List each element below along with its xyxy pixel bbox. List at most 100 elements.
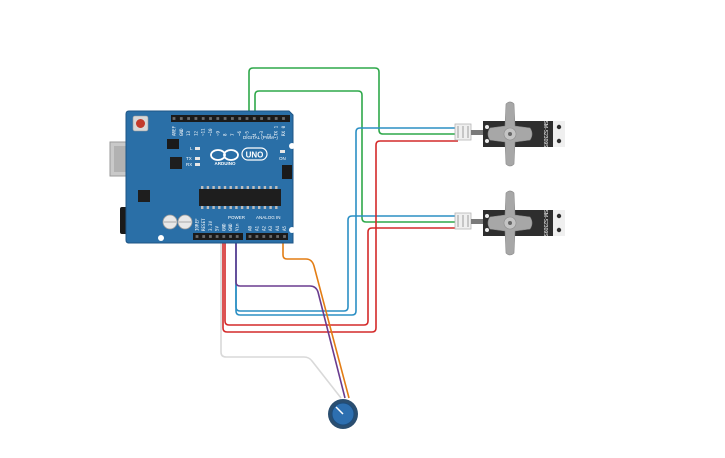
servo-1-label: SM-S2309S — [542, 121, 548, 149]
servo-motor-1[interactable]: SM-S2309S — [454, 101, 565, 167]
analog-pin-label: A0 — [248, 225, 253, 231]
digital-pin-hole[interactable] — [209, 117, 212, 120]
led-on-label: ON — [279, 156, 286, 161]
chip-legs — [201, 186, 278, 209]
servo-mount-hole — [485, 139, 489, 143]
digital-pin-hole[interactable] — [187, 117, 190, 120]
power-pin-hole[interactable] — [229, 235, 232, 238]
digital-pin-hole[interactable] — [238, 117, 242, 120]
power-pin-label: 3.3V — [208, 220, 213, 231]
chip-leg — [275, 186, 278, 189]
power-pin-hole[interactable] — [202, 235, 206, 238]
digital-pin-label: ~5 — [245, 130, 250, 136]
arduino-logo: ARDUINO — [210, 149, 239, 166]
wire-blue-ground-servo-1[interactable] — [235, 127, 458, 316]
servo-motor-2[interactable]: SM-S2309S — [454, 190, 565, 256]
digital-pin-hole[interactable] — [216, 117, 220, 120]
chip-leg — [252, 206, 255, 209]
digital-pin-hole[interactable] — [223, 117, 227, 120]
power-pin-label: Vin — [235, 223, 240, 231]
analog-pin-hole[interactable] — [269, 235, 273, 238]
chip-leg — [212, 186, 215, 189]
digital-pin-hole[interactable] — [201, 117, 205, 120]
mount-hole-3 — [289, 143, 295, 149]
chip-leg — [258, 186, 261, 189]
brand-label: ARDUINO — [215, 161, 236, 166]
chip-leg — [229, 186, 232, 189]
digital-pin-label: ~10 — [208, 128, 213, 136]
chip-leg — [263, 186, 267, 189]
digital-pin-label: TX 1 — [274, 125, 279, 136]
chip-leg — [240, 186, 244, 189]
chip-leg — [223, 186, 227, 189]
servo-mount-tab — [553, 121, 565, 147]
analog-pin-hole[interactable] — [283, 235, 286, 238]
led-tx-label: TX — [186, 156, 192, 161]
wire-purple-pot-ground[interactable] — [235, 237, 346, 399]
power-pin-hole[interactable] — [215, 235, 219, 238]
digital-pin-label: ~3 — [259, 130, 264, 136]
mount-hole-2 — [289, 227, 295, 233]
analog-pin-label: A5 — [282, 225, 287, 231]
servo-cable — [471, 219, 483, 224]
wires — [220, 67, 458, 399]
analog-pin-holes — [248, 235, 286, 238]
wire-orange-pot-wiper[interactable] — [282, 237, 350, 399]
digital-pin-label: RX 0 — [281, 125, 286, 136]
wire-blue-ground-servo-2[interactable] — [235, 215, 458, 312]
icsp-header-usb — [167, 139, 179, 149]
analog-header — [246, 233, 288, 240]
mount-hole-1 — [158, 235, 164, 241]
analog-pin-hole[interactable] — [248, 235, 252, 238]
analog-pin-hole[interactable] — [262, 235, 266, 238]
digital-pin-hole[interactable] — [172, 117, 176, 120]
digital-pin-label: GND — [179, 128, 184, 136]
analog-pin-label: A2 — [261, 225, 266, 231]
servo-2-label: SM-S2309S — [542, 210, 548, 238]
chip-leg — [258, 206, 261, 209]
power-pin-hole[interactable] — [222, 235, 226, 238]
power-pin-label: GND — [228, 223, 233, 231]
analog-pin-hole[interactable] — [255, 235, 259, 238]
digital-pin-label: 4 — [252, 133, 257, 136]
power-pin-hole[interactable] — [195, 235, 199, 238]
power-pin-hole[interactable] — [235, 235, 239, 238]
chip-leg — [235, 186, 238, 189]
wire-green-signal-servo-1[interactable] — [248, 67, 458, 135]
chip-leg — [229, 206, 232, 209]
digital-pin-hole[interactable] — [252, 117, 256, 120]
servo-screw — [508, 221, 512, 225]
digital-pin-hole[interactable] — [282, 117, 285, 120]
wire-white-pot-power[interactable] — [220, 237, 342, 399]
digital-pin-holes — [172, 117, 285, 120]
analog-pin-hole[interactable] — [276, 235, 279, 238]
atmega-chip — [199, 189, 281, 206]
digital-pin-hole[interactable] — [194, 117, 198, 120]
digital-pin-label: 13 — [186, 130, 191, 136]
digital-pin-label: 12 — [193, 130, 198, 136]
digital-pin-label: ~9 — [215, 130, 220, 136]
digital-pin-hole[interactable] — [260, 117, 263, 120]
digital-pin-hole[interactable] — [231, 117, 234, 120]
servo-mount-hole — [556, 124, 562, 130]
digital-pin-hole[interactable] — [267, 117, 271, 120]
digital-pin-hole[interactable] — [245, 117, 249, 120]
reset-button[interactable] — [136, 119, 145, 128]
wire-green-signal-servo-2[interactable] — [254, 90, 458, 223]
digital-section-label: DIGITAL (PWM~) — [243, 135, 278, 140]
digital-header — [171, 115, 290, 122]
power-pin-hole[interactable] — [209, 235, 212, 238]
servo-mount-hole — [485, 228, 489, 232]
wire-red-power-servo-1[interactable] — [222, 140, 458, 333]
digital-pin-hole[interactable] — [274, 117, 278, 120]
uno-logo-text: UNO — [246, 151, 264, 160]
chip-leg — [212, 206, 215, 209]
servo-mount-hole — [556, 227, 562, 233]
digital-pin-hole[interactable] — [179, 117, 183, 120]
chip-leg — [246, 186, 249, 189]
wire-red-power-servo-2[interactable] — [224, 227, 458, 326]
potentiometer[interactable] — [328, 399, 358, 429]
chip-leg — [218, 206, 221, 209]
